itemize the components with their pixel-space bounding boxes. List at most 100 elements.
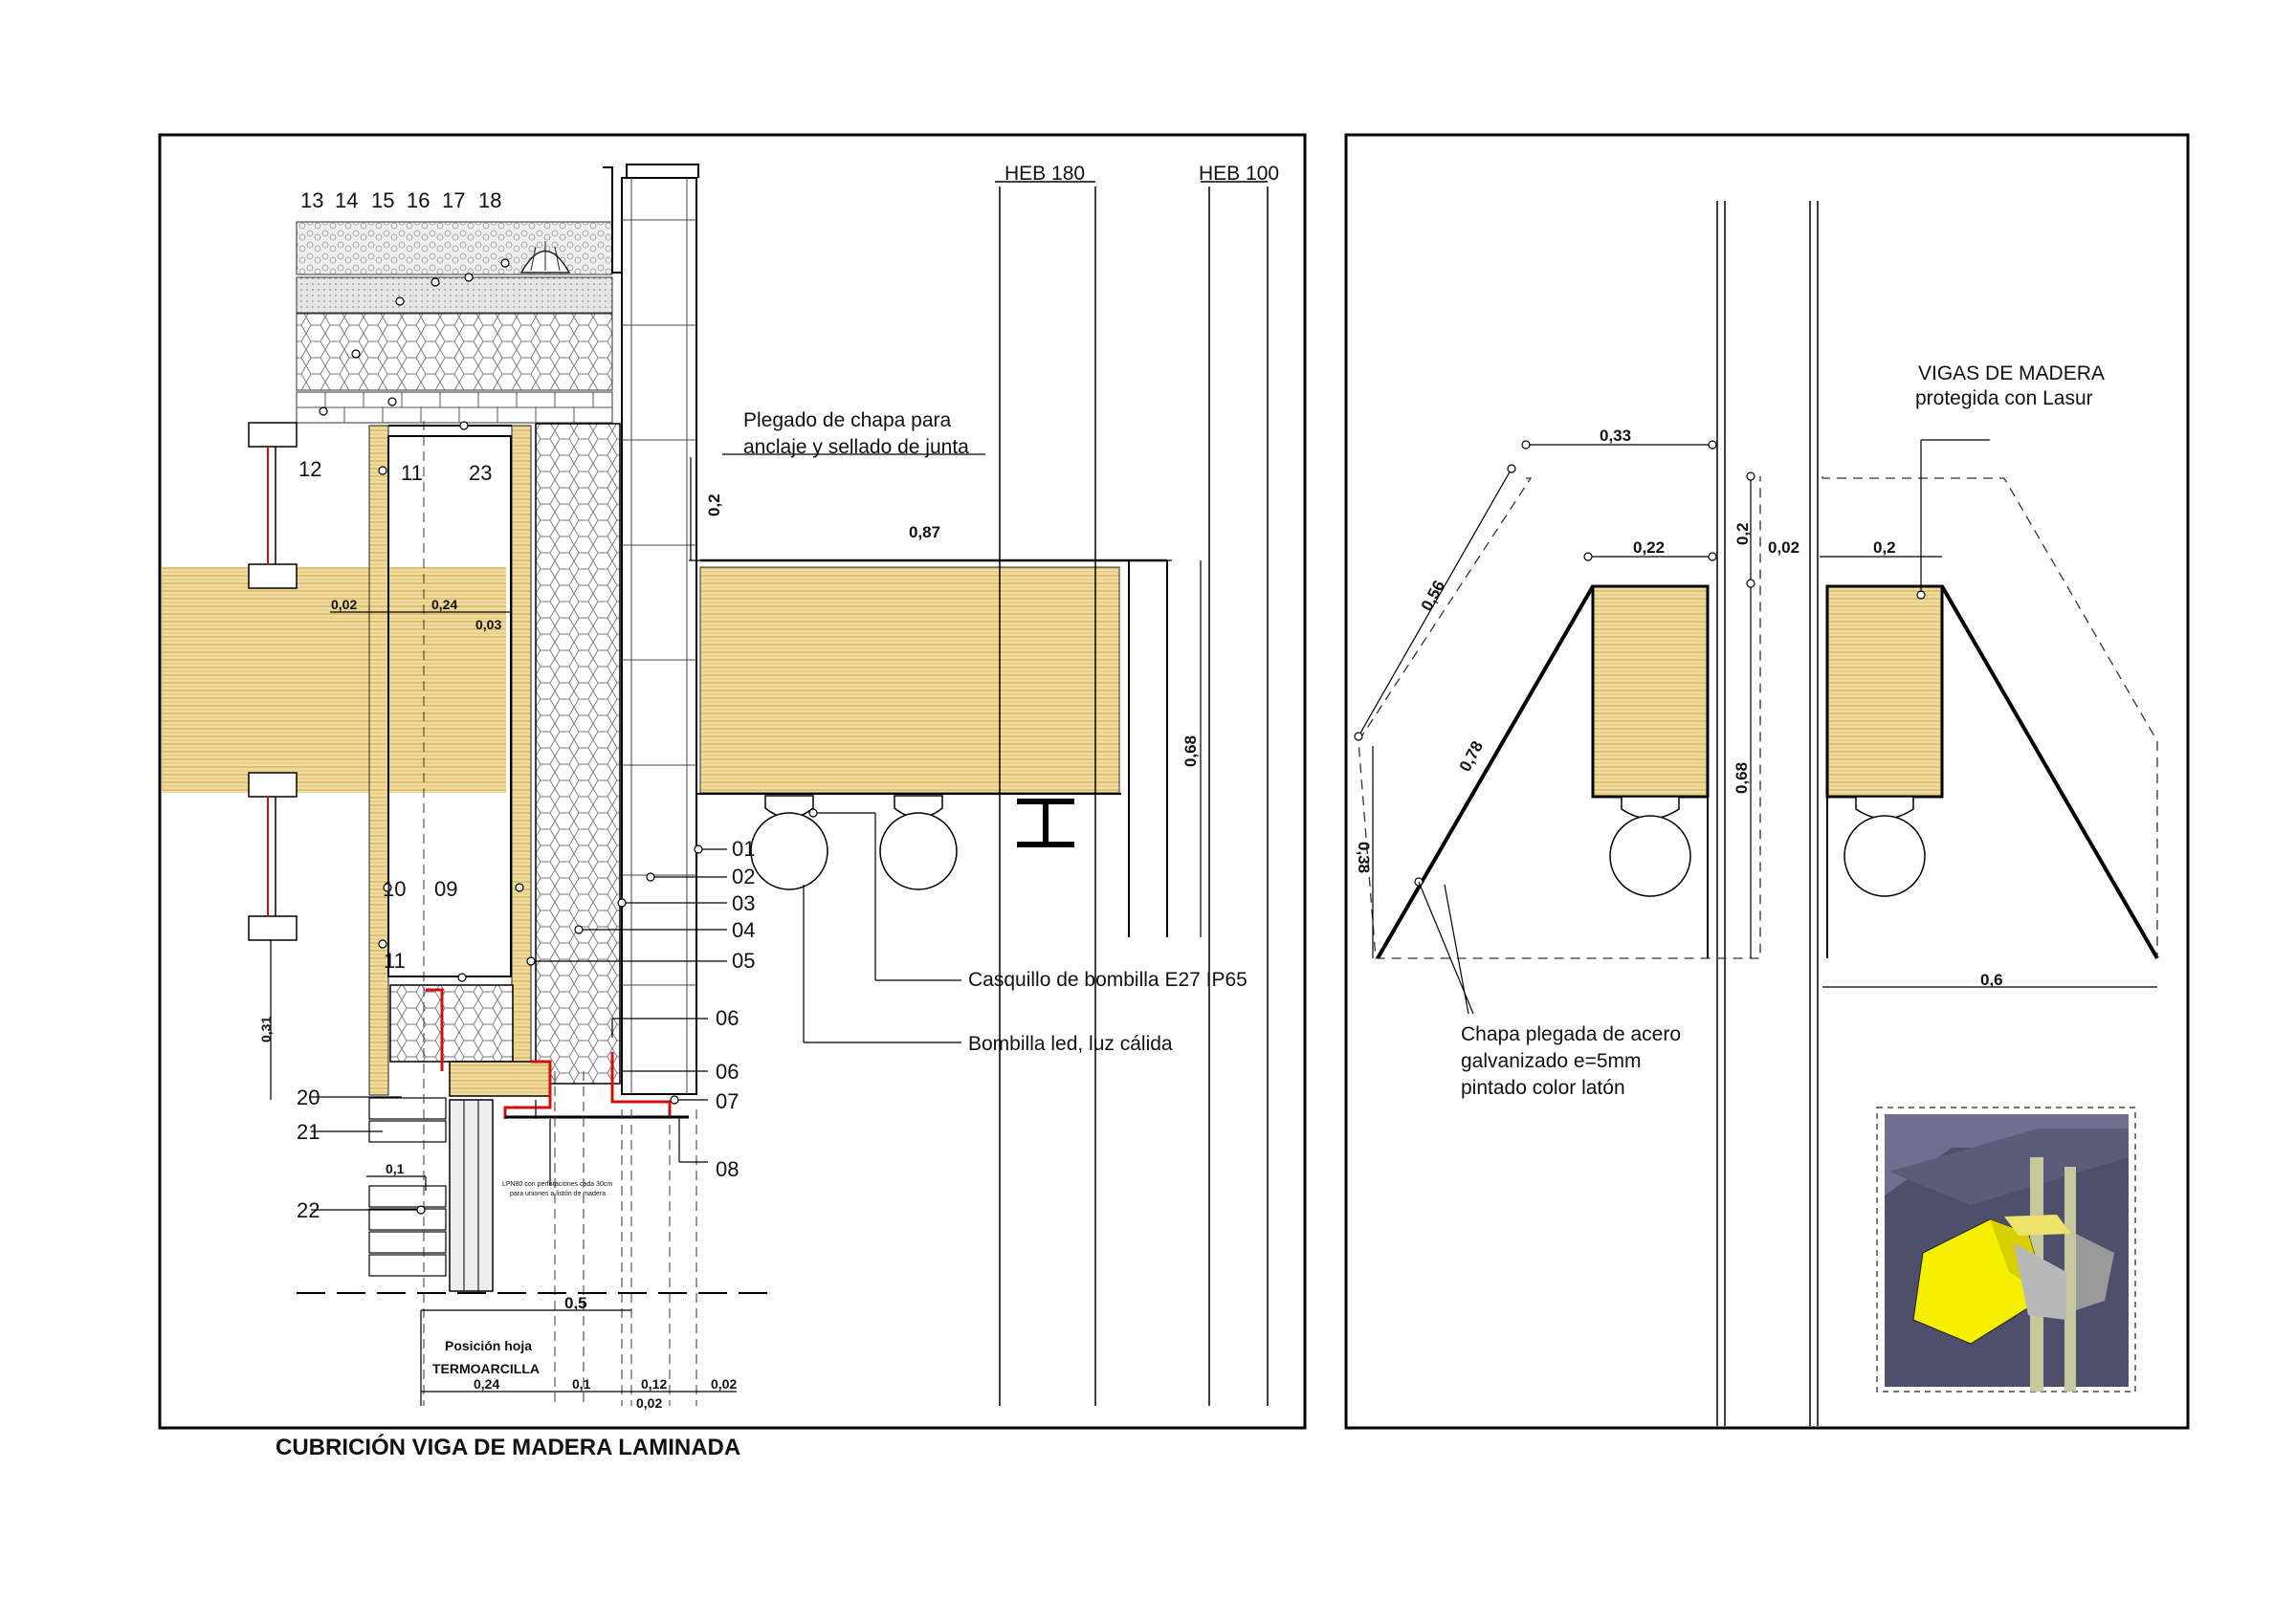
svg-text:03: 03 bbox=[732, 891, 755, 915]
svg-text:01: 01 bbox=[732, 837, 755, 861]
air-cavity bbox=[387, 435, 512, 977]
note-lpn-1: LPN80 con perforaciones cada 30cm bbox=[502, 1181, 612, 1188]
svg-text:0,38: 0,38 bbox=[1355, 842, 1373, 873]
note-casquillo: Casquillo de bombilla E27 IP65 bbox=[968, 969, 1247, 991]
render-inset bbox=[1876, 1107, 2136, 1393]
svg-text:0,02: 0,02 bbox=[636, 1395, 662, 1411]
left-frame bbox=[158, 133, 1307, 1430]
svg-text:04: 04 bbox=[732, 918, 755, 942]
svg-text:0,33: 0,33 bbox=[1600, 427, 1631, 445]
svg-text:17: 17 bbox=[442, 188, 465, 212]
facade-panel bbox=[621, 177, 697, 1095]
svg-text:06: 06 bbox=[716, 1060, 739, 1084]
inner-wood-post bbox=[368, 425, 389, 1096]
window-frame bbox=[449, 1099, 494, 1292]
roof-screed-layer bbox=[296, 276, 613, 314]
glulam-beam-main bbox=[699, 566, 1120, 794]
roof-insulation-layer bbox=[296, 313, 613, 391]
svg-text:0,78: 0,78 bbox=[1456, 738, 1487, 775]
svg-text:13: 13 bbox=[300, 188, 323, 212]
svg-text:0,24: 0,24 bbox=[431, 597, 457, 612]
svg-text:0,03: 0,03 bbox=[475, 617, 501, 632]
heb180-label: HEB 180 bbox=[1004, 163, 1085, 185]
svg-text:09: 09 bbox=[434, 877, 457, 901]
leader-lines bbox=[311, 453, 985, 1215]
lamp-bulbs bbox=[750, 795, 958, 890]
svg-text:22: 22 bbox=[297, 1198, 320, 1222]
svg-text:0,6: 0,6 bbox=[1980, 971, 2003, 989]
svg-text:0,02: 0,02 bbox=[331, 597, 357, 612]
right-frame bbox=[1344, 133, 2190, 1430]
dimension-lines-right bbox=[1354, 439, 2157, 1015]
svg-text:0,2: 0,2 bbox=[1873, 538, 1896, 557]
svg-text:07: 07 bbox=[716, 1089, 739, 1113]
svg-text:11: 11 bbox=[384, 949, 406, 973]
svg-text:14: 14 bbox=[335, 188, 358, 212]
section-numbers-right: 01 02 03 04 05 06 06 07 08 bbox=[716, 837, 755, 1181]
right-column-lines bbox=[1716, 201, 1819, 1426]
glulam-beam-left bbox=[162, 567, 506, 793]
drawing-title: CUBRICIÓN VIGA DE MADERA LAMINADA bbox=[276, 1434, 740, 1460]
heb-profile-lines bbox=[995, 181, 1269, 1406]
left-detail: HEB 180 HEB 100 bbox=[158, 133, 1307, 1430]
axis-lines bbox=[423, 421, 697, 1406]
heb100-label: HEB 100 bbox=[1199, 163, 1279, 185]
sill-wood bbox=[449, 1061, 551, 1097]
svg-text:18: 18 bbox=[478, 188, 501, 212]
dimension-text-left: 0,2 0,87 0,68 0,02 0,24 0,03 0,31 0,1 0,… bbox=[258, 493, 1200, 1411]
svg-text:0,87: 0,87 bbox=[909, 523, 940, 541]
svg-text:0,31: 0,31 bbox=[258, 1017, 274, 1042]
svg-text:0,12: 0,12 bbox=[641, 1376, 667, 1392]
note-chapa-3: pintado color latón bbox=[1461, 1077, 1625, 1099]
svg-text:02: 02 bbox=[732, 865, 755, 888]
svg-text:15: 15 bbox=[371, 188, 394, 212]
lamp-left bbox=[1358, 476, 1761, 960]
svg-text:0,2: 0,2 bbox=[705, 493, 723, 516]
svg-text:0,02: 0,02 bbox=[711, 1376, 737, 1392]
note-plegado-2: anclaje y sellado de junta bbox=[743, 436, 969, 458]
dimension-lines-left bbox=[270, 457, 1202, 1406]
note-chapa-2: galvanizado e=5mm bbox=[1461, 1050, 1642, 1072]
section-numbers-side: 12 11 23 11 10 09 20 21 22 bbox=[297, 457, 492, 1222]
note-termoarcilla: TERMOARCILLA bbox=[432, 1361, 540, 1376]
right-detail: 0,33 0,2 0,22 0,02 0,2 0,56 0,78 0,38 0,… bbox=[1344, 133, 2190, 1430]
i-beam-section bbox=[1017, 799, 1074, 847]
svg-text:0,56: 0,56 bbox=[1418, 578, 1448, 614]
inner-wood-post-2 bbox=[511, 425, 532, 1086]
svg-text:0,2: 0,2 bbox=[1733, 522, 1752, 545]
lamp-right bbox=[1821, 476, 2159, 960]
svg-text:0,5: 0,5 bbox=[564, 1294, 587, 1312]
svg-text:0,22: 0,22 bbox=[1633, 538, 1665, 557]
svg-text:20: 20 bbox=[297, 1086, 320, 1109]
left-hanger-rods bbox=[248, 422, 298, 941]
svg-text:06: 06 bbox=[716, 1006, 739, 1030]
reference-dots bbox=[319, 258, 524, 982]
svg-text:0,24: 0,24 bbox=[474, 1376, 499, 1392]
note-vigas-2: protegida con Lasur bbox=[1915, 387, 2093, 409]
termoarcilla-blocks bbox=[368, 1097, 447, 1277]
svg-text:08: 08 bbox=[716, 1157, 739, 1181]
note-posicion: Posición hoja bbox=[445, 1338, 532, 1353]
section-numbers-top: 13 14 15 16 17 18 bbox=[300, 188, 501, 212]
svg-text:0,68: 0,68 bbox=[1181, 735, 1200, 767]
facade-panel-joints bbox=[622, 178, 696, 1094]
beam-section-left bbox=[1591, 584, 1710, 799]
svg-text:16: 16 bbox=[407, 188, 430, 212]
svg-text:21: 21 bbox=[297, 1120, 320, 1144]
note-lpn-2: para uniones a listón de madera bbox=[510, 1191, 606, 1197]
note-chapa-1: Chapa plegada de acero bbox=[1461, 1023, 1681, 1045]
beam-section-right bbox=[1825, 584, 1944, 799]
wall-insulation bbox=[535, 423, 621, 1085]
svg-text:0,1: 0,1 bbox=[572, 1376, 591, 1392]
svg-text:0,02: 0,02 bbox=[1768, 538, 1799, 557]
svg-text:0,68: 0,68 bbox=[1733, 762, 1751, 794]
svg-text:11: 11 bbox=[401, 461, 423, 485]
note-plegado-1: Plegado de chapa para bbox=[743, 409, 951, 431]
svg-text:10: 10 bbox=[383, 877, 406, 901]
svg-text:12: 12 bbox=[298, 457, 321, 481]
svg-text:0,1: 0,1 bbox=[386, 1161, 405, 1176]
wall-base-insulation bbox=[389, 984, 514, 1063]
svg-text:05: 05 bbox=[732, 949, 755, 973]
roof-brick-joints bbox=[297, 392, 612, 423]
